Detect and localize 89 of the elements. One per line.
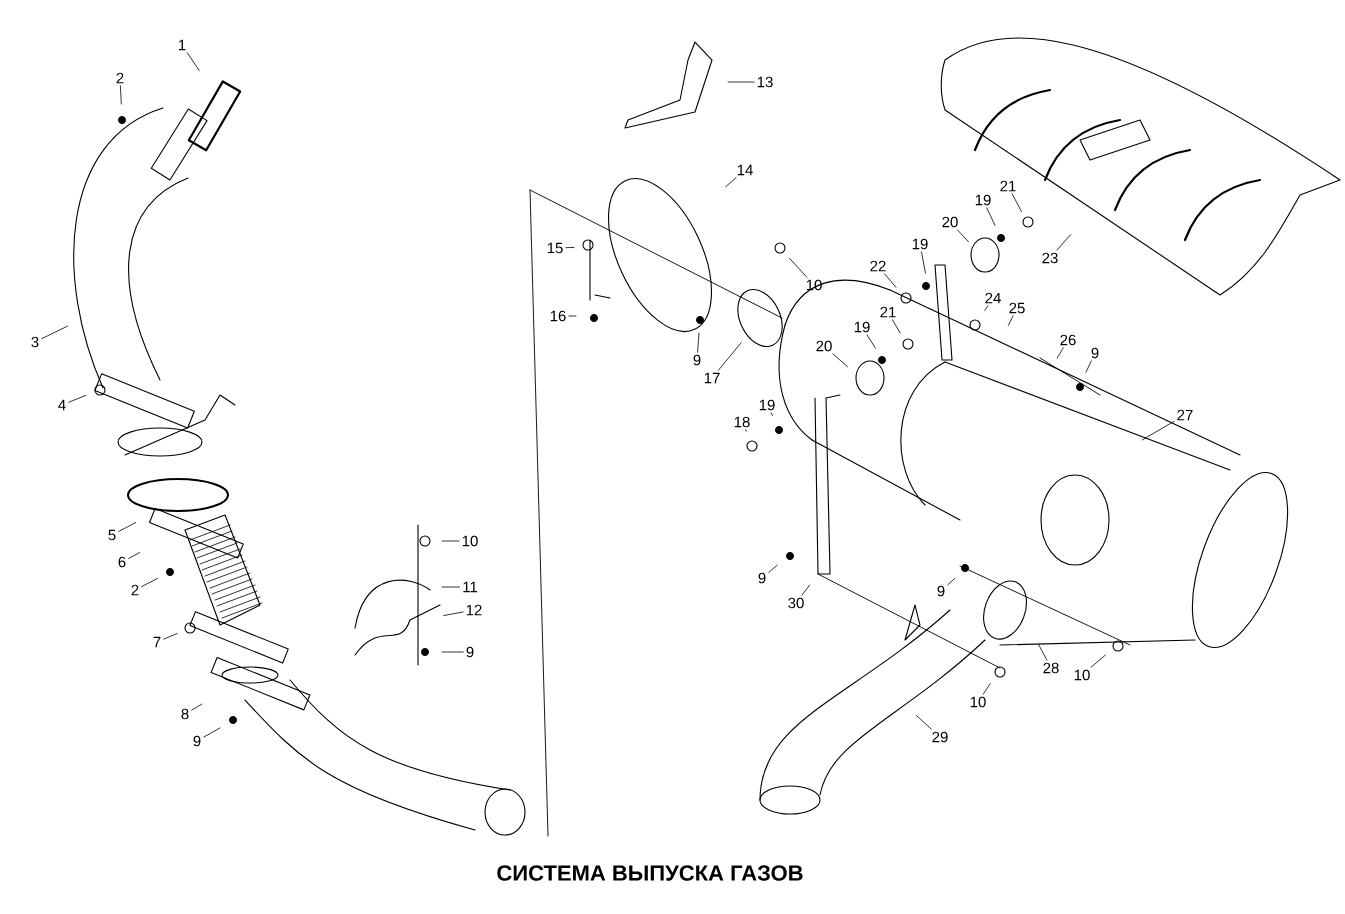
- callout-number: 1: [179, 39, 186, 51]
- callout-number: 10: [970, 696, 986, 708]
- callout-number: 10: [806, 279, 822, 291]
- callout-number: 18: [734, 416, 750, 428]
- callout-number: 10: [1074, 669, 1090, 681]
- callout-number: 8: [181, 708, 189, 720]
- callout-number: 19: [854, 321, 870, 333]
- leader-line: [1056, 234, 1072, 251]
- leader-line: [986, 207, 996, 226]
- callout-number: 9: [466, 646, 474, 658]
- callout-number: 19: [759, 399, 775, 411]
- leader-line: [915, 715, 932, 730]
- leader-line: [1007, 315, 1014, 326]
- callout-number: 19: [975, 194, 991, 206]
- callout-number: 5: [108, 529, 116, 541]
- callout-number: 9: [693, 354, 701, 366]
- leader-line: [141, 578, 158, 587]
- callout-number: 17: [704, 372, 720, 384]
- callout-number: 30: [788, 597, 804, 609]
- callout-number: 2: [116, 72, 124, 84]
- leader-line: [947, 578, 956, 586]
- leader-line: [1011, 193, 1022, 212]
- leader-line: [1085, 360, 1092, 373]
- leader-line: [866, 334, 876, 349]
- leader-line: [984, 305, 989, 311]
- callout-number: 22: [870, 260, 886, 272]
- leader-line: [68, 394, 87, 403]
- leader-line: [41, 325, 68, 340]
- leader-line: [128, 552, 141, 559]
- callout-number: 13: [757, 76, 773, 88]
- leader-line: [727, 81, 755, 83]
- callout-number: 21: [1000, 180, 1016, 192]
- callout-number: 14: [737, 164, 753, 176]
- callout-number: 20: [942, 216, 958, 228]
- leader-line: [1090, 654, 1106, 668]
- leader-line: [982, 683, 991, 695]
- callout-number: 16: [550, 310, 566, 322]
- leader-line: [118, 522, 136, 532]
- callout-number: 9: [1091, 347, 1099, 359]
- leader-line: [441, 540, 460, 542]
- leader-line: [565, 247, 575, 249]
- diagram-title: СИСТЕМА ВЫПУСКА ГАЗОВ: [497, 865, 803, 881]
- leader-line: [203, 727, 221, 738]
- leader-line: [789, 257, 808, 278]
- leader-line: [725, 177, 737, 188]
- callout-number: 9: [937, 585, 945, 597]
- leader-line: [921, 251, 926, 274]
- leader-line: [745, 429, 747, 432]
- callout-number: 26: [1060, 334, 1076, 346]
- callout-number: 7: [153, 636, 161, 648]
- leader-line: [1141, 420, 1175, 441]
- callout-number: 12: [466, 604, 482, 616]
- callout-number: 10: [462, 535, 478, 547]
- leader-line: [191, 703, 203, 711]
- callout-number: 20: [816, 340, 832, 352]
- callout-number: 3: [31, 336, 39, 348]
- callout-number: 15: [547, 242, 563, 254]
- leader-line: [1038, 644, 1048, 661]
- leader-line: [884, 273, 897, 288]
- callout-number: 24: [985, 292, 1001, 304]
- callout-number: 29: [932, 731, 948, 743]
- leader-line: [120, 85, 122, 105]
- leader-line: [768, 564, 778, 573]
- leader-line: [832, 353, 848, 368]
- callout-number: 11: [463, 581, 478, 593]
- callout-number: 23: [1042, 252, 1058, 264]
- leader-line: [956, 229, 969, 243]
- leader-line: [441, 651, 464, 653]
- callout-number: 2: [131, 584, 139, 596]
- leader-line: [1056, 347, 1064, 359]
- leader-line: [186, 52, 200, 71]
- leader-line: [892, 319, 901, 334]
- leader-line: [443, 611, 464, 616]
- leader-line: [568, 315, 577, 317]
- leader-line: [770, 412, 773, 416]
- callout-number: 19: [912, 238, 928, 250]
- callout-number: 25: [1009, 302, 1025, 314]
- leader-line: [441, 586, 461, 588]
- leader-line: [697, 332, 700, 353]
- callout-number: 9: [758, 572, 766, 584]
- callout-number: 21: [880, 306, 896, 318]
- callout-number: 9: [193, 735, 201, 747]
- leader-line: [163, 633, 178, 640]
- leader-line: [717, 342, 742, 371]
- callout-number: 6: [118, 556, 126, 568]
- callout-number: 27: [1177, 409, 1193, 421]
- callout-number: 4: [58, 399, 66, 411]
- leader-line: [801, 584, 810, 596]
- callout-number: 28: [1043, 662, 1059, 674]
